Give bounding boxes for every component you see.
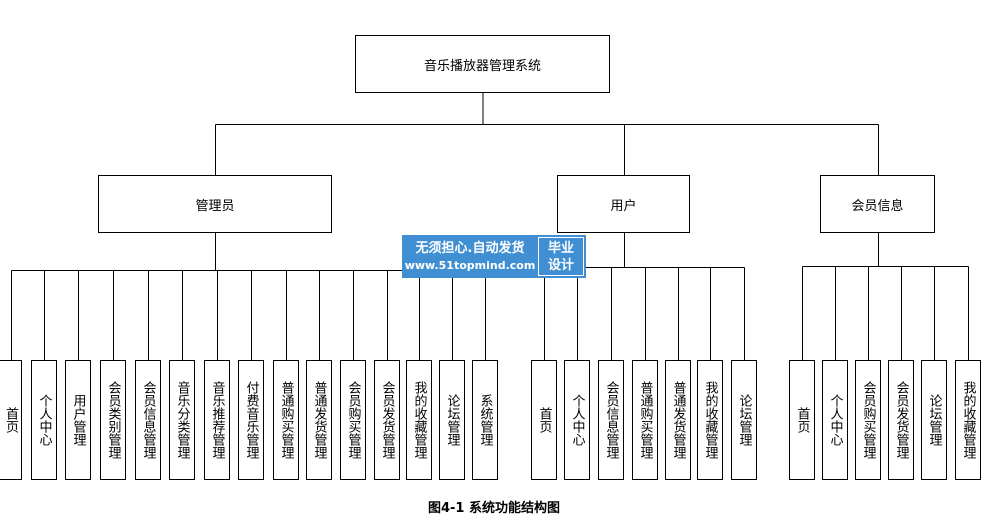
admin-leaf: 音乐推荐管理 bbox=[204, 360, 230, 480]
admin-leaf: 会员类别管理 bbox=[100, 360, 126, 480]
watermark-line1: 无须担心.自动发货 bbox=[415, 240, 525, 256]
leaf-label: 会员发货管理 bbox=[379, 381, 395, 459]
user-leaf: 论坛管理 bbox=[731, 360, 757, 480]
leaf-label: 会员类别管理 bbox=[105, 381, 121, 459]
watermark-badge-line2: 设计 bbox=[547, 257, 574, 273]
root-node: 音乐播放器管理系统 bbox=[355, 35, 610, 93]
leaf-label: 普通购买管理 bbox=[637, 381, 653, 459]
leaf-label: 个人中心 bbox=[36, 394, 52, 446]
watermark-badge: 毕业 设计 bbox=[538, 237, 584, 276]
admin-leaf: 会员发货管理 bbox=[374, 360, 400, 480]
leaf-label: 音乐推荐管理 bbox=[209, 381, 225, 459]
admin-leaf: 系统管理 bbox=[472, 360, 498, 480]
leaf-label: 首页 bbox=[3, 407, 18, 433]
leaf-label: 论坛管理 bbox=[444, 394, 460, 446]
leaf-label: 我的收藏管理 bbox=[411, 381, 427, 459]
leaf-label: 普通发货管理 bbox=[311, 381, 327, 459]
leaf-label: 论坛管理 bbox=[926, 394, 942, 446]
leaf-label: 付费音乐管理 bbox=[243, 381, 259, 459]
leaf-label: 我的收藏管理 bbox=[960, 381, 976, 459]
user-leaf: 普通发货管理 bbox=[665, 360, 691, 480]
watermark-banner: 无须担心.自动发货 www.51topmind.com 毕业 设计 bbox=[402, 235, 586, 278]
user-leaf: 我的收藏管理 bbox=[697, 360, 723, 480]
leaf-label: 用户管理 bbox=[70, 394, 86, 446]
leaf-label: 普通发货管理 bbox=[670, 381, 686, 459]
admin-leaf: 论坛管理 bbox=[439, 360, 465, 480]
admin-leaf: 付费音乐管理 bbox=[238, 360, 264, 480]
member-leaf: 论坛管理 bbox=[921, 360, 947, 480]
leaf-label: 会员信息管理 bbox=[140, 381, 156, 459]
branch-label-member: 会员信息 bbox=[851, 198, 904, 214]
watermark-line2: www.51topmind.com bbox=[404, 258, 536, 272]
leaf-label: 会员发货管理 bbox=[893, 381, 909, 459]
watermark-text: 无须担心.自动发货 www.51topmind.com bbox=[402, 235, 538, 278]
admin-leaf: 音乐分类管理 bbox=[169, 360, 195, 480]
leaf-label: 会员购买管理 bbox=[345, 381, 361, 459]
member-leaf: 我的收藏管理 bbox=[955, 360, 981, 480]
watermark-badge-line1: 毕业 bbox=[547, 240, 574, 256]
leaf-label: 论坛管理 bbox=[736, 394, 752, 446]
member-leaf: 会员发货管理 bbox=[888, 360, 914, 480]
leaf-label: 音乐分类管理 bbox=[174, 381, 190, 459]
admin-leaf: 普通购买管理 bbox=[273, 360, 299, 480]
leaf-label: 会员购买管理 bbox=[860, 381, 876, 459]
admin-leaf: 会员信息管理 bbox=[135, 360, 161, 480]
figure-caption: 图4-1 系统功能结构图 bbox=[427, 501, 560, 514]
leaf-label: 个人中心 bbox=[569, 394, 585, 446]
user-leaf: 会员信息管理 bbox=[598, 360, 624, 480]
member-leaf: 首页 bbox=[789, 360, 815, 480]
branch-node-member: 会员信息 bbox=[820, 175, 935, 233]
admin-leaf: 普通发货管理 bbox=[306, 360, 332, 480]
leaf-label: 普通购买管理 bbox=[278, 381, 294, 459]
admin-leaf: 个人中心 bbox=[31, 360, 57, 480]
leaf-label: 我的收藏管理 bbox=[702, 381, 718, 459]
leaf-label: 系统管理 bbox=[477, 394, 493, 446]
user-leaf: 普通购买管理 bbox=[632, 360, 658, 480]
leaf-label: 首页 bbox=[536, 407, 552, 433]
admin-leaf: 会员购买管理 bbox=[340, 360, 366, 480]
user-leaf: 个人中心 bbox=[564, 360, 590, 480]
leaf-label: 会员信息管理 bbox=[603, 381, 619, 459]
root-label: 音乐播放器管理系统 bbox=[423, 58, 541, 74]
branch-label-user: 用户 bbox=[610, 198, 637, 214]
branch-node-user: 用户 bbox=[557, 175, 690, 233]
member-leaf: 个人中心 bbox=[822, 360, 848, 480]
leaf-label: 个人中心 bbox=[827, 394, 843, 446]
leaf-label: 首页 bbox=[794, 407, 810, 433]
admin-leaf: 我的收藏管理 bbox=[406, 360, 432, 480]
branch-node-admin: 管理员 bbox=[98, 175, 332, 233]
member-leaf: 会员购买管理 bbox=[855, 360, 881, 480]
branch-label-admin: 管理员 bbox=[195, 198, 235, 214]
admin-leaf: 首页 bbox=[0, 360, 22, 480]
user-leaf: 首页 bbox=[531, 360, 557, 480]
admin-leaf: 用户管理 bbox=[65, 360, 91, 480]
